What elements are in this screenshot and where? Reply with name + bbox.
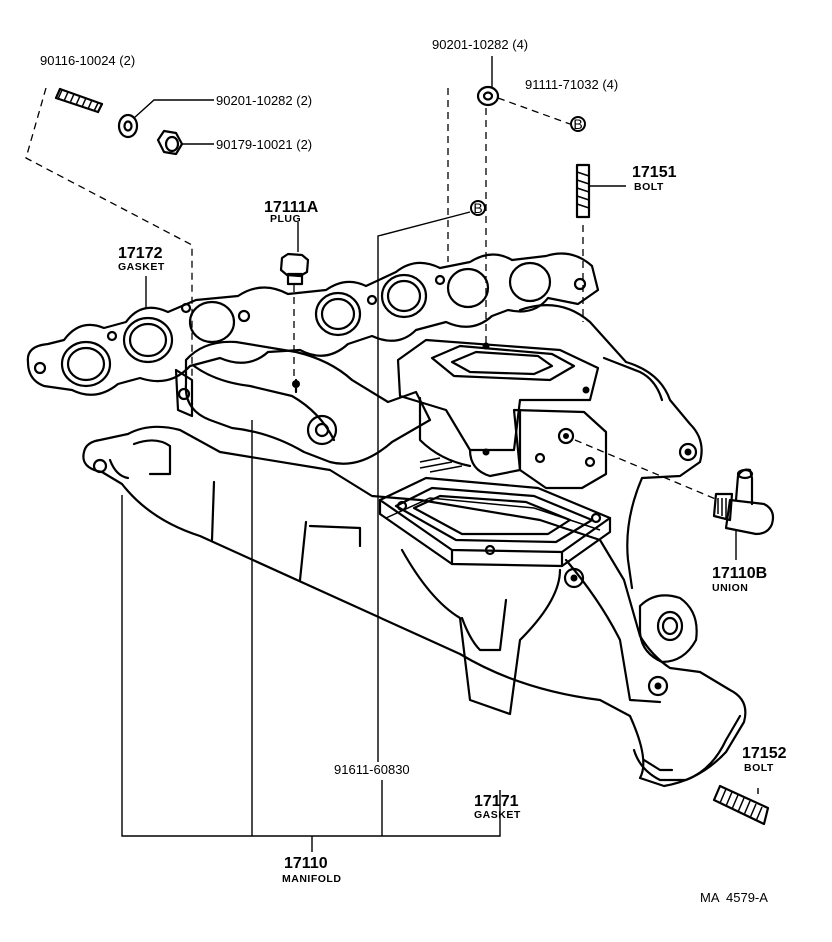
bolt-17151-number[interactable]: 17151 (632, 164, 677, 181)
drawing-id: MA 4579-A (700, 890, 768, 905)
leader-lines (121, 56, 759, 852)
bolt-17152-number[interactable]: 17152 (742, 745, 787, 762)
nut-90179-label[interactable]: 90179-10021 (2) (216, 137, 312, 152)
washer-left-icon[interactable] (117, 113, 139, 139)
gasket-17171-icon[interactable] (385, 497, 601, 531)
gasket-17172-icon[interactable] (26, 252, 600, 396)
gasket-17172-number[interactable]: 17172 (118, 245, 163, 262)
ref-marker-b-upper (570, 116, 586, 132)
bolt-17152-name: BOLT (744, 762, 774, 774)
gasket-17171-number[interactable]: 17171 (474, 793, 519, 810)
washer-left-label[interactable]: 90201-10282 (2) (216, 93, 312, 108)
bolt-17151-name: BOLT (634, 181, 664, 193)
manifold-17110-name: MANIFOLD (282, 873, 341, 885)
washer-top-label[interactable]: 90201-10282 (4) (432, 37, 528, 52)
union-17110b-name: UNION (712, 582, 748, 594)
bolt-17151-icon[interactable] (575, 163, 591, 219)
plug-17111a-icon[interactable] (279, 252, 310, 286)
bolt-17152-icon[interactable] (712, 784, 770, 826)
ref-marker-b-label-upper: B (573, 116, 582, 132)
stud-90116-label[interactable]: 90116-10024 (2) (40, 53, 135, 68)
stud-90116-icon[interactable] (54, 87, 104, 114)
ref-marker-b-label-lower: B (473, 200, 482, 216)
gasket-17172-name: GASKET (118, 261, 165, 273)
bolt-91611-label[interactable]: 91611-60830 (334, 762, 410, 777)
manifold-17110-number[interactable]: 17110 (284, 855, 328, 872)
ref-marker-b-lower (470, 200, 486, 216)
union-17110b-icon[interactable] (712, 468, 775, 536)
bolt-91111-label[interactable]: 91111-71032 (4) (525, 77, 618, 92)
plug-17111a-number[interactable]: 17111A (264, 199, 319, 216)
gasket-17171-name: GASKET (474, 809, 521, 821)
washer-top-icon[interactable] (476, 85, 500, 107)
plug-17111a-name: PLUG (270, 213, 301, 225)
union-17110b-number[interactable]: 17110B (712, 565, 767, 582)
manifold-17110-icon[interactable] (82, 304, 747, 788)
